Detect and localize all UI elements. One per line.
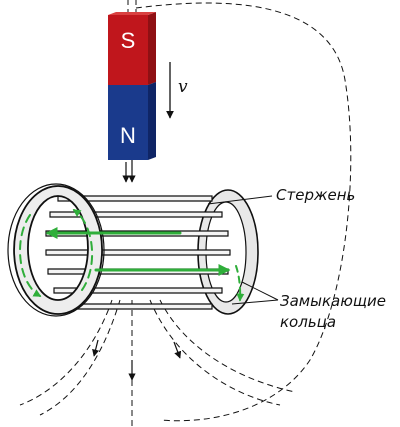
rod (49, 211, 223, 218)
rings-leader-line-1 (241, 281, 279, 301)
field-line-left-outer (19, 299, 113, 406)
rod (45, 249, 231, 256)
induced-current-arrows (19, 209, 245, 302)
field-arrow-left (92, 339, 100, 357)
rod (53, 287, 223, 294)
velocity-label: v (178, 77, 188, 97)
rod-leader-line (207, 195, 273, 205)
south-pole-label: S (121, 28, 136, 53)
magnet-south-side (148, 12, 156, 85)
rings-leader-line-2 (231, 299, 279, 305)
north-pole-label: N (120, 123, 136, 148)
magnet-north-pole (108, 85, 148, 160)
front-ring-rim (7, 183, 105, 317)
velocity-indicator: v (166, 62, 188, 119)
field-arrow-right (173, 341, 182, 359)
bar-magnet: S N (108, 12, 156, 160)
magnet-south-pole (108, 15, 148, 85)
rings-label-line1: Замыкающие (280, 292, 386, 310)
field-lines-top (127, 0, 137, 18)
squirrel-cage (7, 183, 259, 317)
rings-label-line2: кольца (280, 313, 336, 331)
current-loop-front-ring-right (72, 209, 94, 291)
field-line-right-inner (149, 299, 281, 406)
current-loop-front-ring (19, 214, 42, 297)
magnet-top-face (108, 12, 156, 15)
rod (63, 303, 213, 310)
rod-label: Стержень (276, 186, 355, 204)
current-loop-back-ring (235, 265, 245, 302)
field-line-right-mid (159, 299, 296, 393)
magnet-north-side (148, 82, 156, 160)
field-line-left-inner (39, 299, 121, 416)
annotations: Стержень Замыкающие кольца (207, 186, 386, 331)
field-arrows (92, 160, 182, 381)
rod (57, 195, 213, 202)
